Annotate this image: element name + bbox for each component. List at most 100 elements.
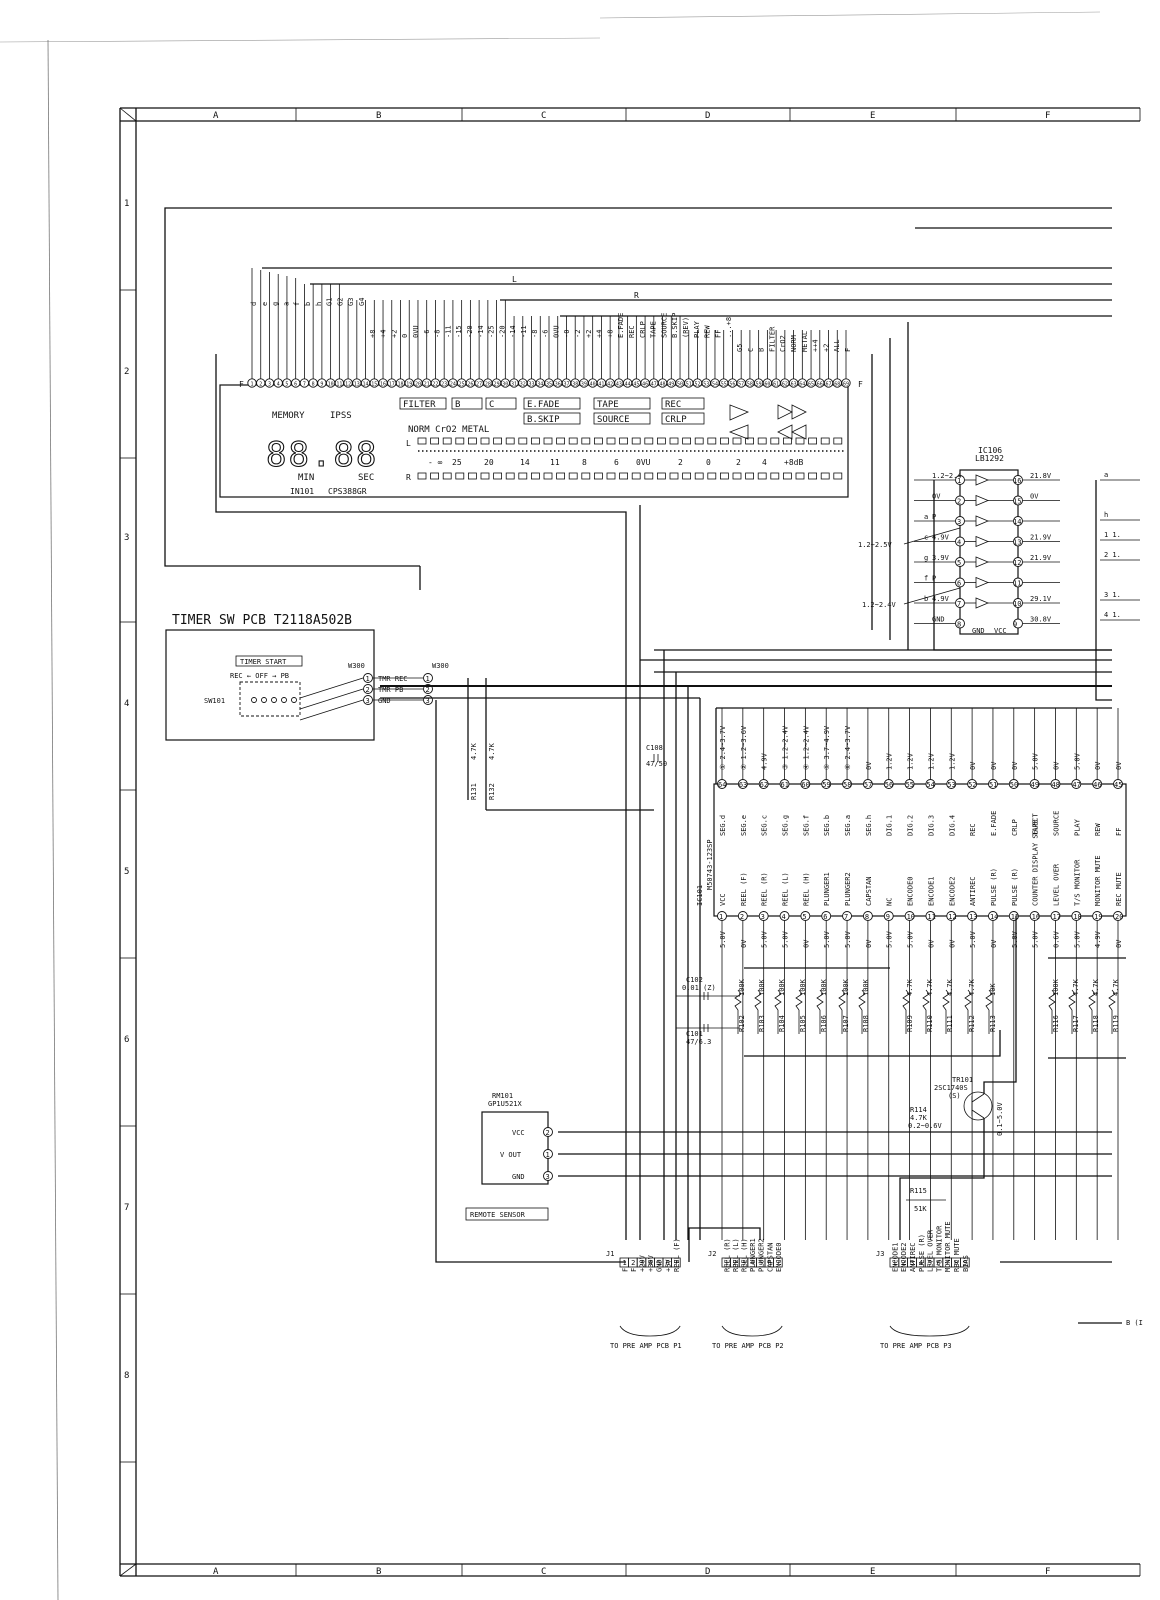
ic106-note-1: 1.2~2.5V (858, 541, 893, 549)
r132-value: 4.7K (488, 742, 496, 760)
display-pin-number: 18 (397, 382, 403, 388)
display-seg-label: 0 (401, 334, 409, 338)
ic101-pin (821, 911, 832, 921)
display-seg-label: F (844, 348, 852, 352)
level-bar-r (467, 472, 477, 480)
f-label-right: F (858, 380, 863, 389)
ic106-vcc-label: VCC (994, 627, 1007, 635)
display-seg-label: g (272, 302, 280, 306)
ic106-pin (955, 475, 965, 485)
ic101-pin-name: DIG.4 (948, 815, 956, 836)
ic101-pin-voltage: 0.6V (1052, 930, 1060, 948)
j3-pin-number: 9 (963, 1259, 967, 1267)
pullup-value: 100K (862, 978, 870, 996)
level-bar-l (745, 437, 754, 445)
ic101-pin-number: 17 (1052, 913, 1060, 921)
j2-signal: REEL (R) (723, 1238, 731, 1272)
tr101-grade: (S) (948, 1092, 961, 1100)
ic101-pin-voltage: 0V (1052, 761, 1060, 770)
j3-signal: BIAS (962, 1255, 970, 1272)
ic106-pin-number: 5 (957, 559, 961, 567)
ic106-pin-number: 14 (1013, 518, 1021, 526)
ic106-pin-number: 10 (1013, 600, 1021, 608)
ic101-pin-name: E.FADE (990, 811, 998, 836)
display-seg-label: B.SKIP (671, 313, 679, 338)
display-pin-number: 32 (520, 382, 526, 388)
ic101-pin-name: REC MUTE (1115, 872, 1123, 906)
ic106-pin (955, 495, 965, 506)
ic106-gnd-label: GND (972, 627, 985, 635)
j1-signal: F (621, 1268, 629, 1272)
display-seg-label: ALL (833, 339, 841, 352)
level-bar-l (455, 437, 465, 445)
ic101-pin-name: NC (886, 898, 894, 906)
row-label-1: 1 (124, 199, 129, 209)
ic101-pin-name: ANTIREC (969, 876, 977, 906)
j2-pin (773, 1257, 783, 1268)
display-pin-number: 6 (294, 382, 297, 388)
pullup-ref: R113 (989, 1015, 997, 1032)
ic106-edge-net: 2 1. (1104, 551, 1121, 559)
display-pin-number: 62 (782, 382, 788, 388)
display-seg-label: REC (628, 325, 636, 338)
display-seg-label: CrO2 (779, 335, 787, 352)
remote-sensor-label: REMOTE SENSOR (470, 1211, 526, 1219)
ic101-pin-voltage: 0V (1115, 939, 1123, 948)
bus-l: L (512, 275, 517, 284)
display-pin-number: 40 (590, 382, 596, 388)
level-bar-l (594, 437, 603, 445)
ic101-pin-name: T/S MONITOR (1073, 859, 1081, 906)
ic101-pin (1071, 911, 1082, 921)
display-pin-number: 58 (747, 382, 753, 388)
ic106-pin-number: 3 (957, 518, 961, 526)
pullup-ref: R118 (1092, 1015, 1100, 1032)
j1-signal: GND (656, 1259, 664, 1272)
j1-pin-number: 4 (648, 1259, 652, 1267)
ic101-pin-number: 12 (948, 913, 956, 921)
ic101-pin (717, 911, 727, 921)
display-pin-number: 39 (581, 382, 587, 388)
w300-pin (423, 673, 433, 683)
level-bar-r (770, 472, 780, 480)
pullup-value: 100K (778, 978, 786, 996)
j2-signal: PLUNGER2 (758, 1238, 766, 1272)
r114-ref: R114 (910, 1106, 927, 1114)
ic101-pin-voltage: 0V (1115, 761, 1123, 770)
level-bar-l (568, 437, 578, 445)
ic101-pin-name: SEG.a (844, 815, 852, 836)
level-bar-l (795, 437, 805, 445)
l-row-label: L (406, 439, 411, 448)
rm101-pin-name: VCC (512, 1129, 525, 1137)
ic101-pin-name: DIG.3 (927, 815, 935, 836)
level-bar-l (757, 437, 767, 445)
level-bar-l (820, 437, 830, 445)
transport-arrows (728, 404, 807, 440)
ic106-edge-net: 4 1. (1104, 611, 1121, 619)
level-bar-r (417, 472, 427, 480)
ic101-pin (862, 779, 873, 789)
j1-signal: +20V (639, 1254, 647, 1272)
edge-note: B (I (1126, 1319, 1143, 1327)
ic106-pin-voltage: 30.8V (1030, 616, 1052, 624)
display-seg-label: +8 (369, 330, 377, 338)
ic101-pin-number: 1 (719, 913, 723, 921)
ic101-pin-number: 54 (926, 781, 934, 789)
display-indicator-box (593, 412, 651, 425)
ic101-pin (1050, 779, 1061, 789)
ic101-part: M50743-123SP (706, 839, 714, 890)
display-pin-number: 7 (303, 382, 306, 388)
j2-ref: J2 (708, 1250, 716, 1258)
c102-value: 0.01 (Z) (682, 984, 716, 992)
ic101-pin-name: VCC (719, 893, 727, 906)
pullup-ref: R106 (820, 1015, 828, 1032)
display-seg-label: -15 (455, 325, 463, 338)
ic106-pin-voltage: 4.9V (932, 534, 950, 542)
ic101-pin (1092, 911, 1103, 921)
col-label-f-bottom: F (1045, 1567, 1050, 1577)
ic106-pin-number: 15 (1013, 498, 1021, 506)
ic101-pin (800, 779, 811, 789)
level-bar-r (669, 472, 679, 480)
in101-part: CPS388GR (328, 487, 367, 496)
w300-pin (363, 695, 373, 705)
